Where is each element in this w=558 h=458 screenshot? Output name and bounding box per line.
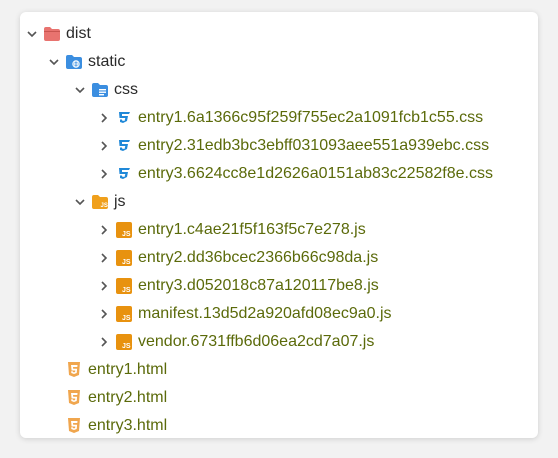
tree-row-file[interactable]: entry2.html (20, 384, 538, 412)
file-label: entry3.d052018c87a120117be8.js (138, 277, 379, 294)
css3-icon (116, 166, 132, 182)
tree-row-file[interactable]: entry1.6a1366c95f259f755ec2a1091fcb1c55.… (20, 104, 538, 132)
tree-row-file[interactable]: entry3.6624cc8e1d2626a0151ab83c22582f8e.… (20, 160, 538, 188)
tree-row-file[interactable]: entry2.31edb3bc3ebff031093aee551a939ebc.… (20, 132, 538, 160)
file-label: entry2.dd36bcec2366b66c98da.js (138, 249, 379, 266)
js-icon: JS (116, 250, 132, 266)
file-label: entry1.html (88, 361, 168, 378)
chevron-right-icon[interactable] (98, 140, 110, 152)
js-icon: JS (116, 306, 132, 322)
tree-row-dist[interactable]: dist (20, 20, 538, 48)
css3-icon (116, 138, 132, 154)
file-label: manifest.13d5d2a920afd08ec9a0.js (138, 305, 392, 322)
folder-label: dist (66, 25, 91, 42)
css3-icon (116, 110, 132, 126)
tree-row-file[interactable]: JS entry3.d052018c87a120117be8.js (20, 272, 538, 300)
file-label: entry3.6624cc8e1d2626a0151ab83c22582f8e.… (138, 165, 493, 182)
svg-text:JS: JS (122, 259, 131, 266)
svg-text:JS: JS (122, 315, 131, 322)
js-icon: JS (116, 222, 132, 238)
file-label: entry1.6a1366c95f259f755ec2a1091fcb1c55.… (138, 109, 484, 126)
folder-js-icon: JS (92, 194, 108, 210)
folder-web-icon (66, 54, 82, 70)
tree-row-js[interactable]: JS js (20, 188, 538, 216)
chevron-right-icon[interactable] (98, 252, 110, 264)
file-label: entry1.c4ae21f5f163f5c7e278.js (138, 221, 366, 238)
html5-icon (66, 390, 82, 406)
chevron-down-icon[interactable] (48, 56, 60, 68)
chevron-right-icon[interactable] (98, 336, 110, 348)
folder-label: css (114, 81, 138, 98)
js-icon: JS (116, 334, 132, 350)
svg-text:JS: JS (101, 203, 108, 209)
tree-row-file[interactable]: JS entry2.dd36bcec2366b66c98da.js (20, 244, 538, 272)
html5-icon (66, 362, 82, 378)
file-tree-panel: dist static css entry1.6a1366c95f259f755… (20, 12, 538, 438)
file-label: entry3.html (88, 417, 168, 434)
tree-row-file[interactable]: JS manifest.13d5d2a920afd08ec9a0.js (20, 300, 538, 328)
chevron-right-icon[interactable] (98, 280, 110, 292)
file-label: vendor.6731ffb6d06ea2cd7a07.js (138, 333, 375, 350)
tree-row-file[interactable]: JS vendor.6731ffb6d06ea2cd7a07.js (20, 328, 538, 356)
folder-label: static (88, 53, 126, 70)
file-label: entry2.31edb3bc3ebff031093aee551a939ebc.… (138, 137, 490, 154)
chevron-down-icon[interactable] (74, 196, 86, 208)
tree-row-static[interactable]: static (20, 48, 538, 76)
folder-red-icon (44, 26, 60, 42)
svg-text:JS: JS (122, 287, 131, 294)
js-icon: JS (116, 278, 132, 294)
tree-row-file[interactable]: JS entry1.c4ae21f5f163f5c7e278.js (20, 216, 538, 244)
tree-row-css[interactable]: css (20, 76, 538, 104)
tree-row-file[interactable]: entry1.html (20, 356, 538, 384)
chevron-down-icon[interactable] (74, 84, 86, 96)
file-label: entry2.html (88, 389, 168, 406)
folder-css-icon (92, 82, 108, 98)
chevron-right-icon[interactable] (98, 308, 110, 320)
chevron-right-icon[interactable] (98, 168, 110, 180)
chevron-right-icon[interactable] (98, 224, 110, 236)
folder-label: js (114, 193, 126, 210)
chevron-down-icon[interactable] (26, 28, 38, 40)
svg-text:JS: JS (122, 231, 131, 238)
html5-icon (66, 418, 82, 434)
chevron-right-icon[interactable] (98, 112, 110, 124)
svg-text:JS: JS (122, 343, 131, 350)
tree-row-file[interactable]: entry3.html (20, 412, 538, 440)
